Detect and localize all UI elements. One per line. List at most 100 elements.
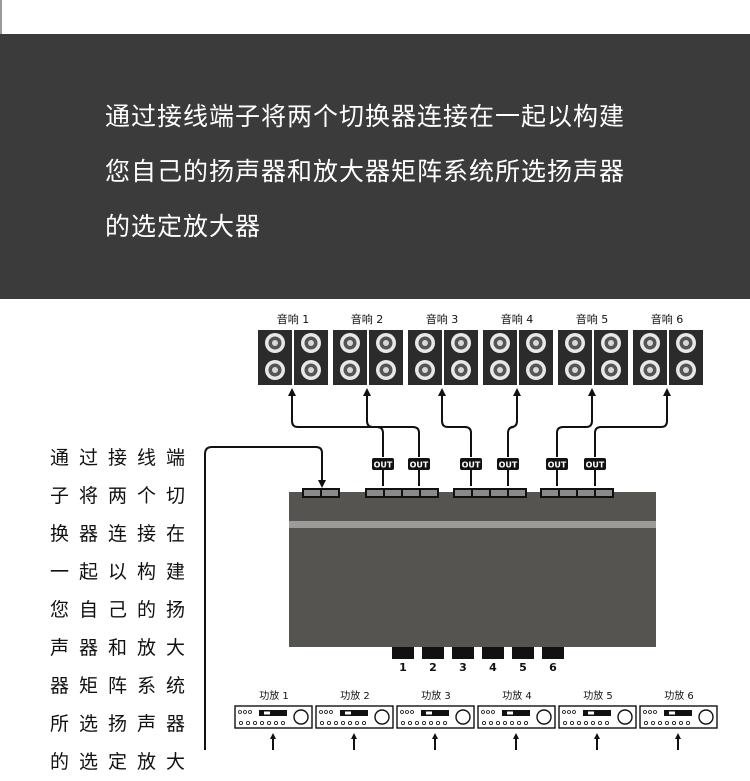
speaker-dust-cap	[308, 367, 314, 373]
side-line: 子将两个切	[50, 485, 196, 507]
speaker-1: 音响 1	[277, 312, 310, 326]
amp-button	[672, 720, 677, 725]
amp-button	[238, 720, 243, 725]
terminal-screw	[421, 490, 437, 496]
amp-chassis	[234, 705, 313, 729]
amp-display	[421, 710, 449, 716]
terminal-block	[540, 488, 614, 498]
amp-display	[340, 710, 368, 716]
terminal-screw	[509, 490, 525, 496]
amp-button	[252, 720, 257, 725]
speaker-dust-cap	[533, 367, 539, 373]
speaker-wire	[507, 388, 521, 457]
speaker-dust-cap	[308, 340, 314, 346]
out-label: OUT	[499, 461, 518, 470]
speaker-dust-cap	[272, 340, 278, 346]
selector-button	[482, 647, 504, 659]
amp-button	[644, 720, 649, 725]
terminal-screw	[491, 490, 507, 496]
banner-line: 您自己的扬声器和放大器矩阵系统所选扬声器	[105, 157, 626, 186]
selector-button-label: 2	[429, 661, 437, 674]
terminal-screw	[367, 490, 383, 496]
amp-button	[340, 720, 345, 725]
speaker-5: 音响 5	[576, 312, 609, 326]
amp-button	[598, 720, 603, 725]
amp-volume-knob	[293, 709, 309, 725]
top-strip	[0, 0, 750, 34]
link-wire	[204, 446, 326, 750]
speaker-dust-cap	[383, 340, 389, 346]
amp-button	[686, 720, 691, 725]
amp-button	[658, 720, 663, 725]
amp-indicator	[410, 710, 414, 714]
speaker-dust-cap	[458, 367, 464, 373]
selector-button	[452, 647, 474, 659]
amp-indicator	[238, 710, 242, 714]
speaker-cabinet	[633, 330, 703, 385]
amp-indicator	[243, 710, 247, 714]
terminal-screw	[455, 490, 471, 496]
selector-button	[422, 647, 444, 659]
speaker-dust-cap	[647, 367, 653, 373]
out-label: OUT	[410, 461, 429, 470]
amp-button	[524, 720, 529, 725]
selector-button-label: 1	[399, 661, 407, 674]
speaker-2: 音响 2	[351, 312, 384, 326]
side-line: 声器和放大	[50, 637, 196, 659]
amp-button	[517, 720, 522, 725]
speaker-dust-cap	[458, 340, 464, 346]
amp-button	[400, 720, 405, 725]
amp-button	[488, 720, 493, 725]
amplifier-label: 功放 3	[421, 689, 451, 702]
side-line: 所选扬声器	[50, 713, 196, 735]
amp-button	[442, 720, 447, 725]
amp-indicator	[400, 710, 404, 714]
speaker-dust-cap	[422, 340, 428, 346]
terminal-screw	[322, 490, 338, 496]
amp-volume-knob	[536, 709, 552, 725]
amp-chassis	[477, 705, 556, 729]
amp-volume-knob	[698, 709, 714, 725]
out-label: OUT	[548, 461, 567, 470]
speaker-dust-cap	[347, 340, 353, 346]
amp-button	[245, 720, 250, 725]
speaker-wire	[556, 388, 596, 457]
terminal-screw	[596, 490, 612, 496]
amp-display-highlight	[507, 711, 513, 715]
amp-indicator	[567, 710, 571, 714]
speaker-label: 音响 6	[651, 312, 684, 326]
amp-button	[407, 720, 412, 725]
selector-button	[542, 647, 564, 659]
amp-indicator	[648, 710, 652, 714]
amp-indicator	[572, 710, 576, 714]
amp-button	[280, 720, 285, 725]
amplifier-unit	[315, 705, 394, 750]
amp-display-highlight	[426, 711, 432, 715]
speaker-dust-cap	[572, 340, 578, 346]
amp-button	[354, 720, 359, 725]
amp-wire-arrow	[513, 733, 519, 739]
speaker-dust-cap	[497, 367, 503, 373]
amp-button	[577, 720, 582, 725]
amp-indicator	[324, 710, 328, 714]
speaker-wire	[594, 388, 671, 457]
amp-display	[259, 710, 287, 716]
banner-description: 通过接线端子将两个切换器连接在一起以构建 您自己的扬声器和放大器矩阵系统所选扬声…	[105, 89, 705, 254]
speaker-dust-cap	[608, 367, 614, 373]
out-label: OUT	[586, 461, 605, 470]
amp-button	[605, 720, 610, 725]
speaker-dust-cap	[683, 367, 689, 373]
terminal-screw	[304, 490, 320, 496]
amplifier-label: 功放 5	[583, 689, 613, 702]
speaker-3: 音响 3	[426, 312, 459, 326]
amplifier-unit	[639, 705, 718, 750]
amp-display-highlight	[669, 711, 675, 715]
amp-indicator	[486, 710, 490, 714]
speaker-cabinet	[408, 330, 478, 385]
speaker-dust-cap	[683, 340, 689, 346]
amp-display	[502, 710, 530, 716]
amplifier-label: 功放 6	[664, 689, 694, 702]
amp-button	[347, 720, 352, 725]
amp-indicator	[319, 710, 323, 714]
out-label: OUT	[462, 461, 481, 470]
